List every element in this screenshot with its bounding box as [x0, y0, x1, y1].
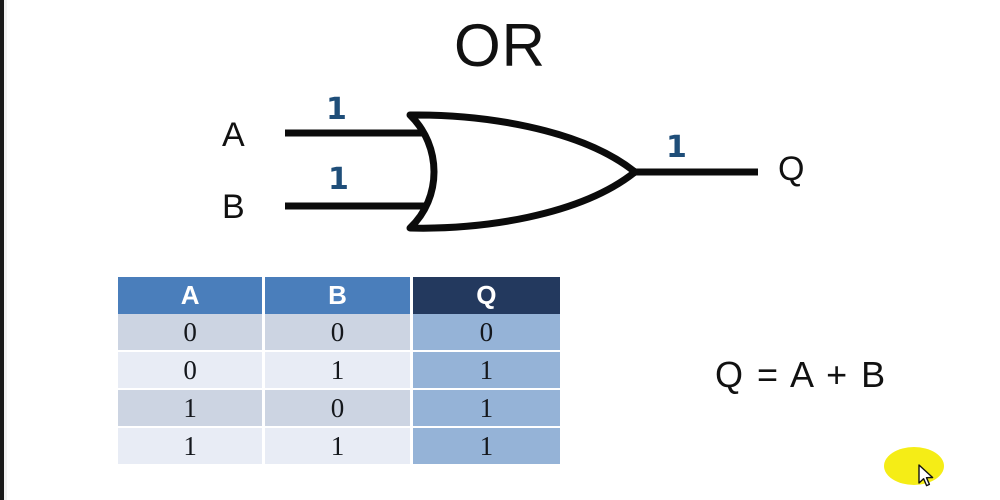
cell-q: 1: [412, 390, 560, 428]
or-gate-schematic: [285, 111, 758, 232]
or-gate-body: [406, 111, 639, 232]
left-letterbox-bar-inner: [4, 0, 7, 500]
cell-b: 0: [265, 390, 413, 428]
table-header-a: A: [118, 277, 266, 314]
cell-a: 1: [118, 428, 266, 464]
input-label-a: A: [222, 116, 245, 154]
table-header-b: B: [265, 277, 413, 314]
table-header-row: A B Q: [118, 277, 560, 314]
cell-a: 0: [118, 352, 266, 390]
output-label-q: Q: [778, 150, 805, 188]
cell-q: 1: [412, 352, 560, 390]
table-row: 0 0 0: [118, 314, 560, 352]
cell-b: 1: [265, 428, 413, 464]
page-title: OR: [454, 12, 546, 79]
cell-q: 1: [412, 428, 560, 464]
mouse-pointer-icon: [918, 464, 934, 487]
table-row: 0 1 1: [118, 352, 560, 390]
table-row: 1 0 1: [118, 390, 560, 428]
left-letterbox-bar: [0, 0, 4, 500]
input-value-b: 1: [328, 162, 349, 197]
cell-q: 0: [412, 314, 560, 352]
boolean-equation: Q = A + B: [715, 354, 888, 395]
output-value-q: 1: [666, 130, 687, 165]
cell-b: 0: [265, 314, 413, 352]
table-header-q: Q: [412, 277, 560, 314]
table-row: 1 1 1: [118, 428, 560, 464]
cell-a: 1: [118, 390, 266, 428]
input-value-a: 1: [326, 92, 347, 127]
cell-a: 0: [118, 314, 266, 352]
truth-table: A B Q 0 0 0 0 1 1 1 0 1 1 1: [118, 277, 560, 464]
cell-b: 1: [265, 352, 413, 390]
cursor-highlight-blob: [884, 447, 944, 485]
input-label-b: B: [222, 188, 245, 226]
